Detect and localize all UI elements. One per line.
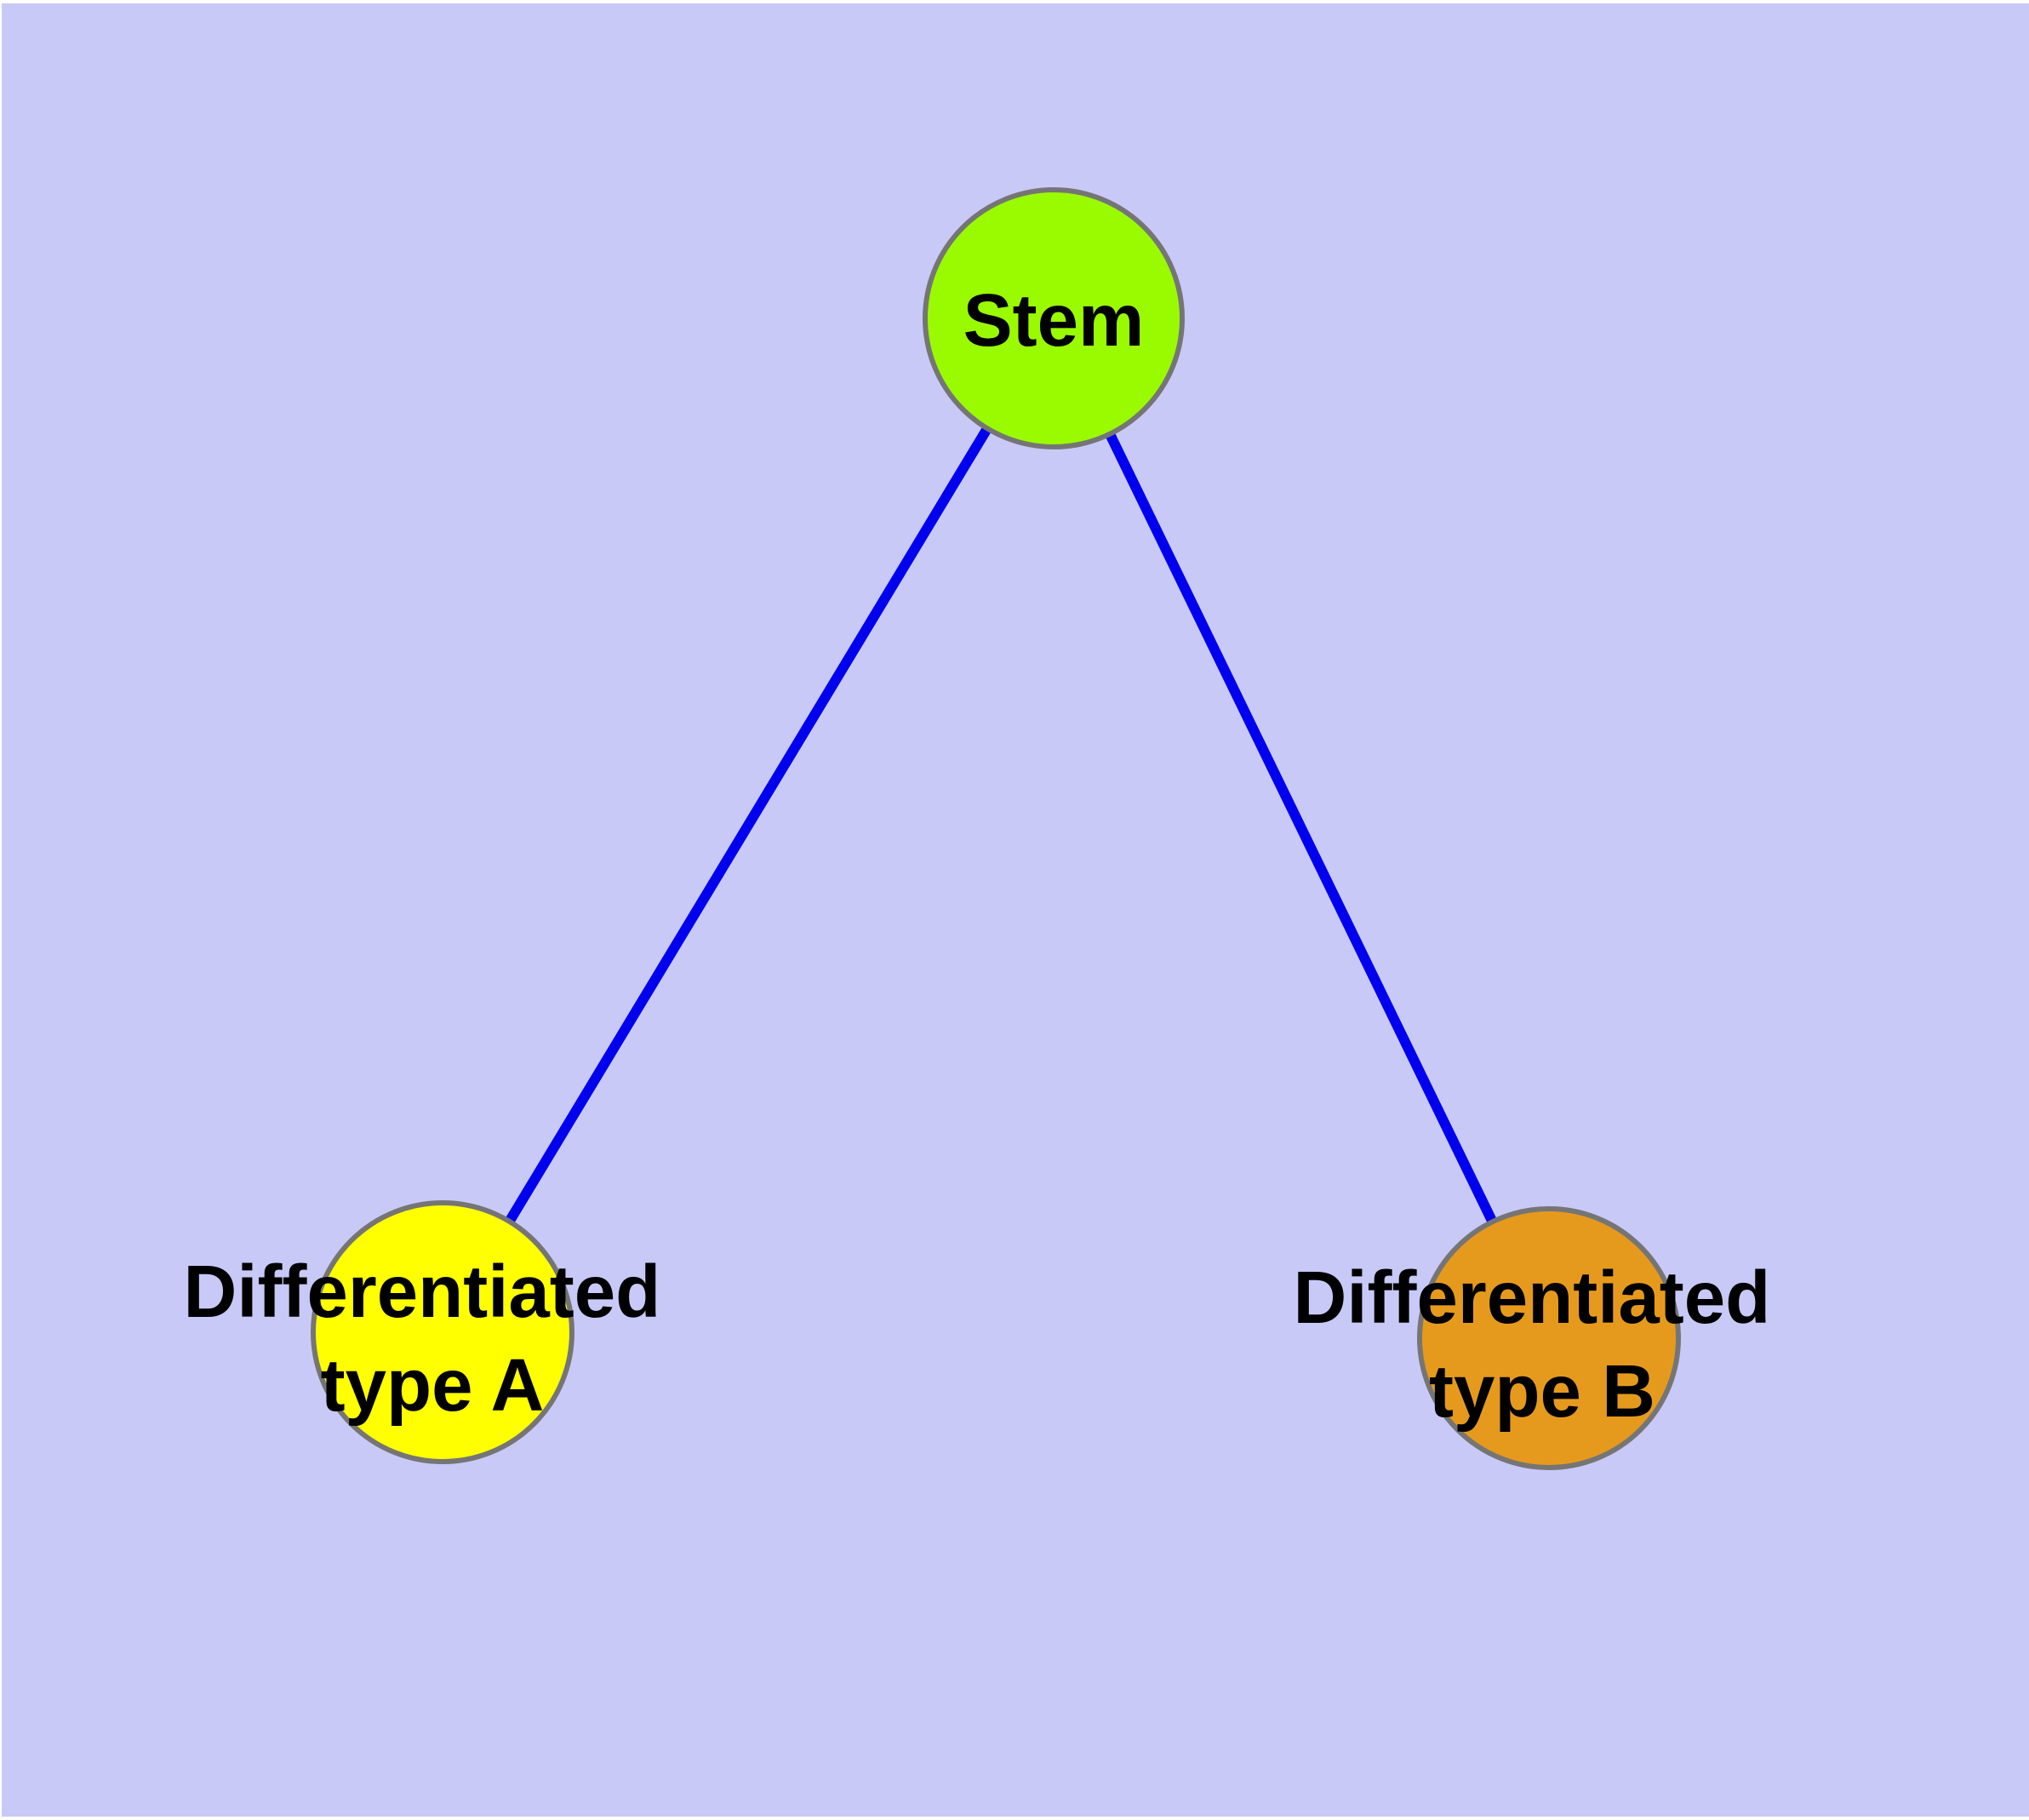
node-label-type-a-line1: Differentiated xyxy=(184,1251,661,1333)
node-label-type-b-line1: Differentiated xyxy=(1294,1256,1771,1339)
node-label-type-a: Differentiated type A xyxy=(184,1251,682,1427)
node-labels: Stem Differentiated type A Differentiate… xyxy=(184,279,1792,1433)
node-label-type-b: Differentiated type B xyxy=(1294,1256,1792,1433)
node-label-stem: Stem xyxy=(963,279,1145,362)
edge-stem-to-type-a xyxy=(437,315,1059,1336)
nodes xyxy=(311,187,1681,1470)
node-label-type-a-line2: type A xyxy=(321,1344,545,1427)
node-type-b xyxy=(1417,1206,1681,1470)
edges xyxy=(437,315,1554,1341)
node-stem xyxy=(923,187,1185,449)
edge-stem-to-type-b xyxy=(1049,316,1554,1341)
node-type-a xyxy=(311,1200,574,1464)
node-label-type-b-line2: type B xyxy=(1429,1350,1655,1433)
